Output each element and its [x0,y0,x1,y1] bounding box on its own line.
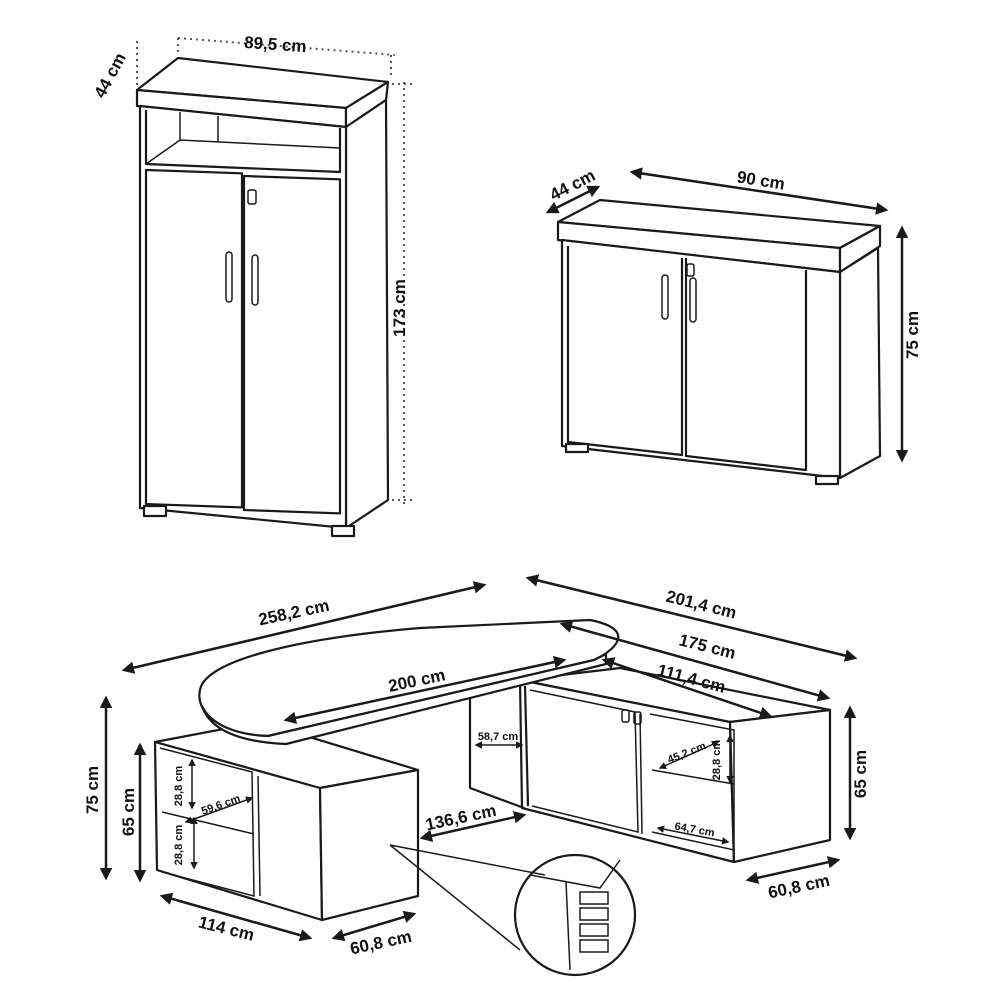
low-cabinet [545,167,909,486]
tall-width-label: 89,5 cm [244,33,308,56]
right-unit-depth-label: 60,8 cm [766,871,831,903]
tall-height-label: 173 cm [390,279,409,337]
tall-cabinet [135,34,414,538]
tall-depth-label: 44 cm [90,50,129,101]
left-shelf-h2-label: 28,8 cm [173,825,185,866]
right-unit-height-label: 65 cm [851,750,870,798]
low-height-label: 75 cm [903,311,922,359]
left-unit-height-label: 65 cm [119,788,138,836]
l-desk [99,574,858,977]
leg-space-label: 58,7 cm [478,731,519,743]
right-total-label: 201,4 cm [664,587,738,623]
desk-height-label: 75 cm [83,766,102,814]
right-shelf-h-label: 28,8 cm [711,740,723,781]
left-unit-width-label: 114 cm [197,913,257,945]
left-shelf-h1-label: 28,8 cm [173,766,185,807]
